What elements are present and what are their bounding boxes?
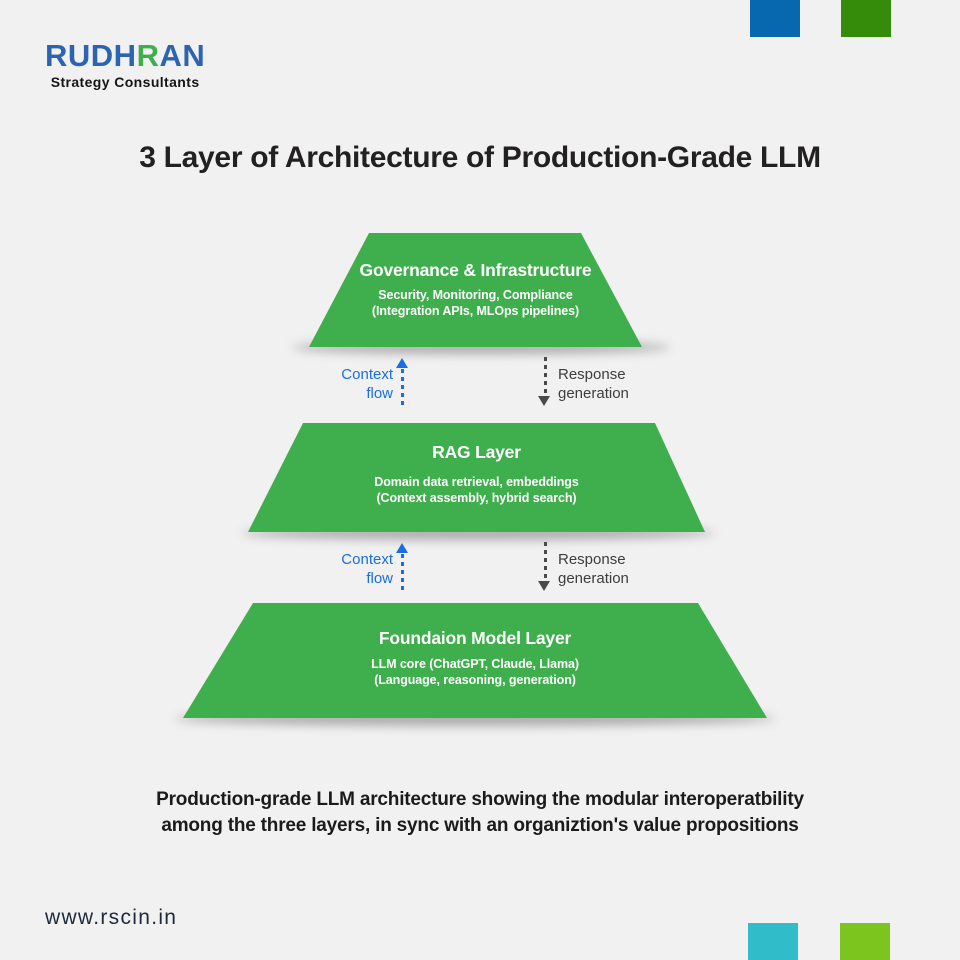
arrow-down-icon	[538, 396, 550, 406]
context-flow-line2: flow	[366, 570, 393, 587]
layer-rag-sub1: Domain data retrieval, embeddings	[374, 475, 579, 489]
layer-rag: RAG Layer Domain data retrieval, embeddi…	[248, 423, 705, 532]
logo-text-part1: RUDH	[45, 38, 137, 73]
response-generation-line2: generation	[558, 570, 629, 587]
response-generation-line1: Response	[558, 366, 626, 383]
layer-governance: Governance & Infrastructure Security, Mo…	[309, 233, 642, 347]
arrow-up-icon	[396, 543, 408, 553]
arrow-down-icon	[538, 581, 550, 591]
layer-foundation: Foundaion Model Layer LLM core (ChatGPT,…	[183, 603, 767, 718]
corner-square-top-green	[841, 0, 891, 37]
corner-square-top-blue	[750, 0, 800, 37]
page-title: 3 Layer of Architecture of Production-Gr…	[139, 141, 821, 174]
response-generation-line2: generation	[558, 385, 629, 402]
brand-logo-wordmark: RUDHRAN	[45, 40, 205, 72]
logo-text-part2: R	[136, 38, 160, 73]
layer-foundation-sub1: LLM core (ChatGPT, Claude, Llama)	[371, 657, 579, 671]
response-generation-label: Response generation	[558, 550, 629, 588]
context-flow-line2: flow	[366, 385, 393, 402]
dotted-line-down	[544, 542, 547, 579]
context-flow-label: Context flow	[290, 365, 393, 403]
layer-governance-sub2: (Integration APIs, MLOps pipelines)	[371, 304, 580, 318]
layer-governance-title: Governance & Infrastructure	[359, 260, 592, 280]
context-flow-line1: Context	[341, 366, 393, 383]
caption-line1: Production-grade LLM architecture showin…	[156, 789, 804, 810]
layer-foundation-title: Foundaion Model Layer	[378, 628, 572, 648]
response-generation-line1: Response	[558, 551, 626, 568]
caption-line2: among the three layers, in sync with an …	[161, 815, 799, 836]
website-url: www.rscin.in	[45, 906, 178, 929]
logo-text-part3: AN	[159, 38, 206, 73]
context-flow-line1: Context	[341, 551, 393, 568]
context-flow-label: Context flow	[290, 550, 393, 588]
diagram-caption: Production-grade LLM architecture showin…	[0, 787, 960, 839]
layer-foundation-sub2: (Language, reasoning, generation)	[374, 673, 576, 687]
flow-section-bottom: Context flow Response generation	[0, 540, 960, 598]
corner-square-bottom-teal	[748, 923, 798, 960]
layer-governance-sub1: Security, Monitoring, Compliance	[378, 288, 573, 302]
brand-tagline: Strategy Consultants	[50, 74, 200, 90]
arrow-up-icon	[396, 358, 408, 368]
layer-rag-title: RAG Layer	[432, 442, 521, 462]
dotted-line-up	[401, 369, 404, 408]
layer-rag-sub2: (Context assembly, hybrid search)	[376, 491, 577, 505]
corner-square-bottom-green	[840, 923, 890, 960]
dotted-line-up	[401, 554, 404, 593]
response-generation-label: Response generation	[558, 365, 629, 403]
dotted-line-down	[544, 357, 547, 394]
brand-logo: RUDHRAN Strategy Consultants	[45, 40, 205, 91]
flow-section-top: Context flow Response generation	[0, 355, 960, 413]
